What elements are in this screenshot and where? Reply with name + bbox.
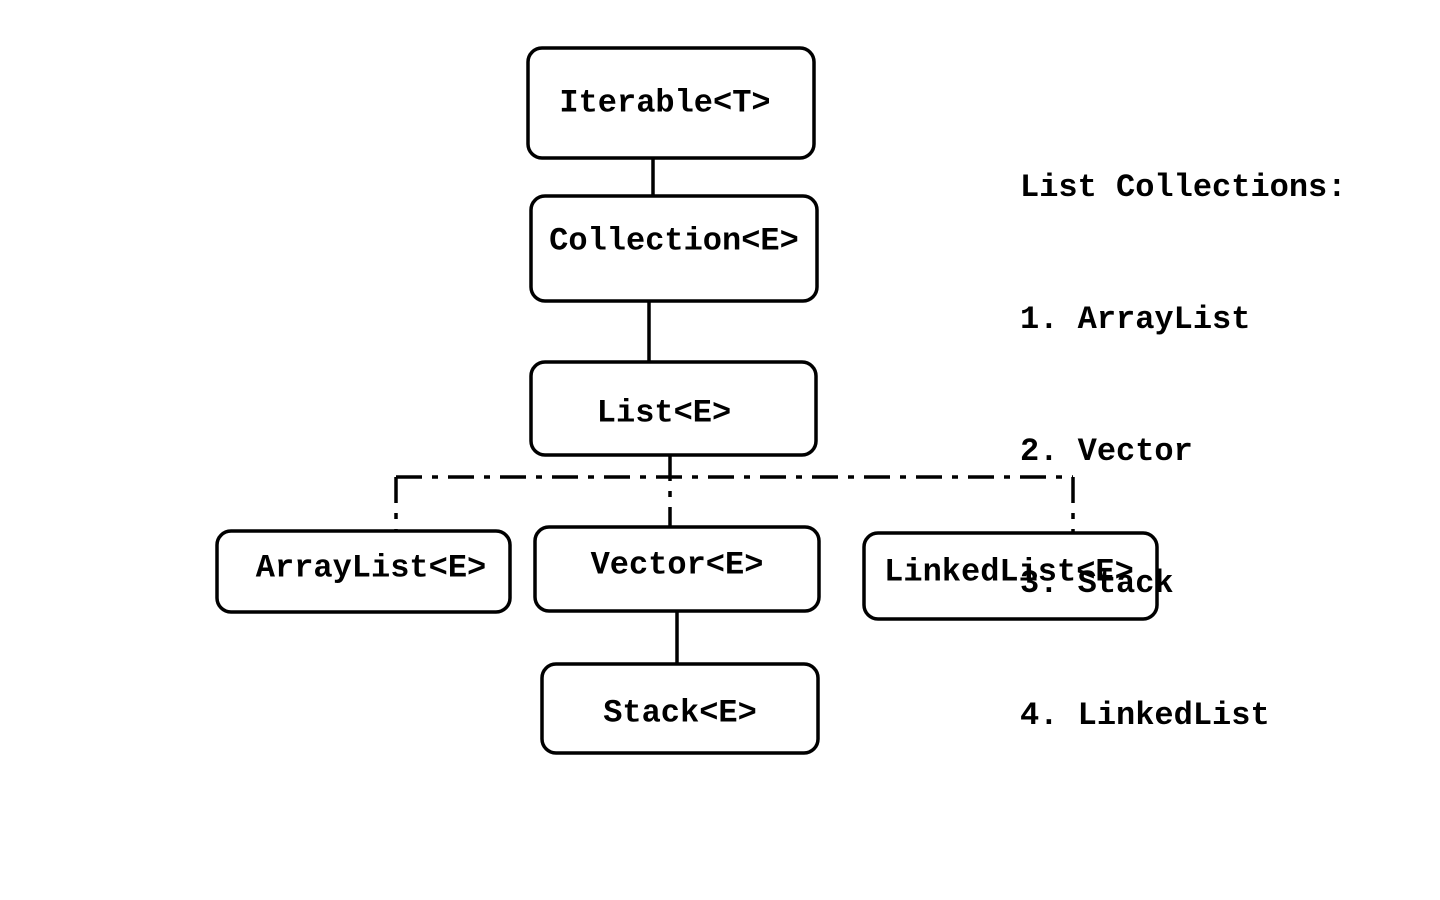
node-collection-label: Collection<E>: [549, 222, 799, 259]
legend-item-vector: 2. Vector: [1020, 433, 1193, 470]
list-collections-legend: List Collections: 1. ArrayList 2. Vector…: [1020, 78, 1346, 782]
node-vector: Vector<E>: [533, 525, 821, 613]
legend-title: List Collections:: [1020, 169, 1347, 206]
node-arraylist-label: ArrayList<E>: [256, 549, 486, 586]
node-vector-label: Vector<E>: [591, 546, 764, 583]
legend-item-arraylist: 1. ArrayList: [1020, 301, 1251, 338]
legend-item-stack: 3. Stack: [1020, 565, 1174, 602]
node-list-label: List<E>: [597, 394, 731, 431]
node-linkedlist: LinkedList<E>: [862, 531, 1159, 621]
node-stack: Stack<E>: [540, 662, 820, 755]
node-arraylist: ArrayList<E>: [215, 529, 512, 614]
node-linkedlist-label: LinkedList<E>: [884, 553, 1134, 590]
node-list: List<E>: [529, 360, 818, 457]
node-iterable: Iterable<T>: [526, 46, 816, 160]
node-stack-label: Stack<E>: [603, 694, 757, 731]
legend-item-linkedlist: 4. LinkedList: [1020, 697, 1270, 734]
node-iterable-label: Iterable<T>: [559, 84, 770, 121]
node-collection: Collection<E>: [529, 194, 819, 303]
